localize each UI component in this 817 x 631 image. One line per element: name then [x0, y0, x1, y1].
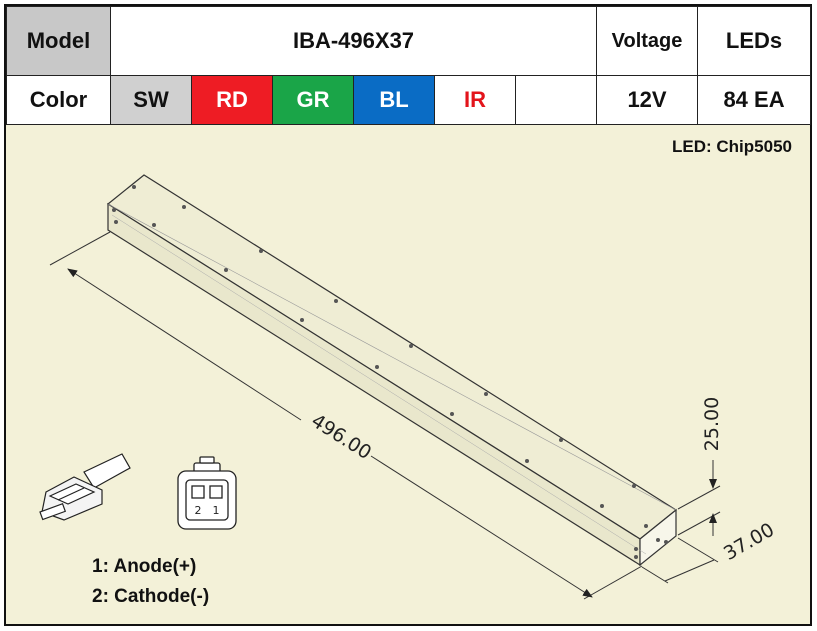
color-swatch-rd: RD: [191, 75, 273, 125]
length-dim-label: 496.00: [307, 410, 375, 464]
color-swatch-bl: BL: [353, 75, 435, 125]
pin2-label: 2: Cathode(-): [92, 586, 209, 607]
spec-table: Model IBA-496X37 Voltage LEDs Color SW R…: [6, 6, 812, 125]
led-bar-screws: [112, 185, 668, 559]
color-label: Color: [6, 75, 111, 125]
connector-pin-1: 1: [213, 504, 220, 517]
color-swatch-sw: SW: [110, 75, 192, 125]
color-swatch-empty: [514, 75, 598, 125]
model-label: Model: [6, 6, 111, 76]
leds-label: LEDs: [697, 6, 812, 76]
technical-drawing: LED: Chip5050 496.00: [39, 137, 792, 607]
length-dimension: [49, 231, 643, 600]
voltage-label: Voltage: [596, 6, 699, 76]
spec-sheet: Model IBA-496X37 Voltage LEDs Color SW R…: [4, 4, 812, 626]
color-swatch-ir: IR: [434, 75, 516, 125]
width-dimension: [641, 537, 719, 584]
height-dim-label: 25.00: [701, 397, 723, 451]
connector-face-icon: [177, 456, 237, 530]
height-dimension: [677, 460, 721, 536]
connector-pin-2: 2: [195, 504, 202, 517]
color-swatch-gr: GR: [272, 75, 354, 125]
width-dim-label: 37.00: [720, 519, 778, 565]
pin1-label: 1: Anode(+): [92, 556, 196, 577]
model-value: IBA-496X37: [109, 6, 598, 76]
connector-cable-icon: [39, 453, 131, 521]
leds-value: 84 EA: [697, 75, 812, 125]
voltage-value: 12V: [596, 75, 699, 125]
led-bar-body: [106, 174, 678, 567]
led-type-label: LED: Chip5050: [672, 137, 792, 156]
